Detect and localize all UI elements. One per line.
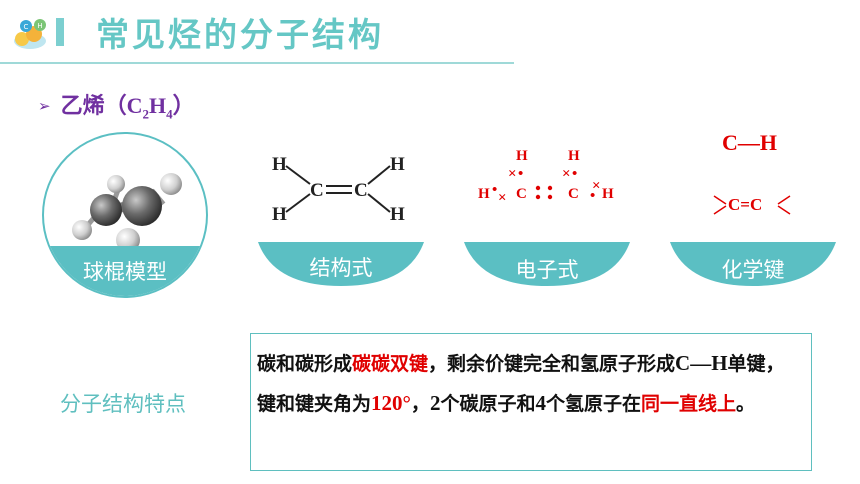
subtitle-formula: C2H4 — [126, 93, 173, 122]
structural-formula: H H H H C C — [272, 154, 405, 225]
svg-text:•: • — [572, 166, 577, 182]
electron-bowl — [464, 242, 630, 286]
svg-text:H: H — [272, 154, 287, 175]
svg-text:C: C — [568, 186, 579, 202]
ch-bond-text: C—H — [722, 130, 777, 155]
cc-double-bond: C=C — [713, 195, 791, 215]
svg-text:C=C: C=C — [728, 195, 762, 214]
svg-text:H: H — [478, 186, 490, 202]
section-subtitle: ➢乙烯（C2H4） — [38, 93, 195, 122]
title-accent-bar — [56, 18, 64, 46]
svg-text:H: H — [568, 148, 580, 164]
svg-text:H: H — [602, 186, 614, 202]
svg-text:H: H — [37, 22, 42, 30]
bond-bowl — [670, 242, 836, 286]
electron-panel: 电子式 — [464, 242, 630, 286]
svg-text:×: × — [498, 190, 507, 206]
page-title: 常见烃的分子结构 — [96, 15, 384, 54]
subtitle-name: 乙烯（ — [60, 94, 127, 119]
svg-text:×: × — [562, 166, 571, 182]
bond-panel: 化学键 — [670, 242, 836, 286]
svg-text:×: × — [592, 178, 601, 194]
svg-text:•: • — [518, 166, 523, 182]
model-label-band — [44, 246, 206, 296]
electron-label: 电子式 — [515, 258, 579, 282]
svg-text:H: H — [272, 204, 287, 225]
arrow-bullet-icon: ➢ — [38, 97, 51, 115]
svg-text:C: C — [354, 180, 368, 201]
svg-text:•: • — [590, 188, 595, 204]
struct-bowl — [258, 242, 424, 286]
header-divider — [0, 62, 514, 64]
svg-text:C: C — [310, 180, 324, 201]
features-text: 碳和碳形成碳碳双键，剩余价键完全和氢原子形成C—H单键，键和键夹角为120°，2… — [257, 351, 785, 415]
svg-text:H: H — [390, 154, 405, 175]
electron-formula: H H H H C C ×• ×• ×• ×• — [478, 148, 614, 206]
features-box: 碳和碳形成碳碳双键，剩余价键完全和氢原子形成C—H单键，键和键夹角为120°，2… — [250, 333, 812, 471]
ball-stick-model-panel: 球棍模型 — [42, 132, 208, 298]
svg-text:×: × — [508, 166, 517, 182]
svg-text:C: C — [516, 186, 527, 202]
struct-label: 结构式 — [309, 256, 373, 280]
logo-icon: C H — [14, 19, 46, 49]
struct-panel: 结构式 — [258, 242, 424, 286]
svg-text:H: H — [516, 148, 528, 164]
svg-text:•: • — [492, 182, 497, 198]
svg-text:C: C — [24, 23, 29, 31]
svg-text:H: H — [390, 204, 405, 225]
bond-label: 化学键 — [721, 258, 785, 282]
features-label: 分子结构特点 — [60, 392, 186, 416]
ball-stick-model-label: 球棍模型 — [83, 260, 167, 284]
